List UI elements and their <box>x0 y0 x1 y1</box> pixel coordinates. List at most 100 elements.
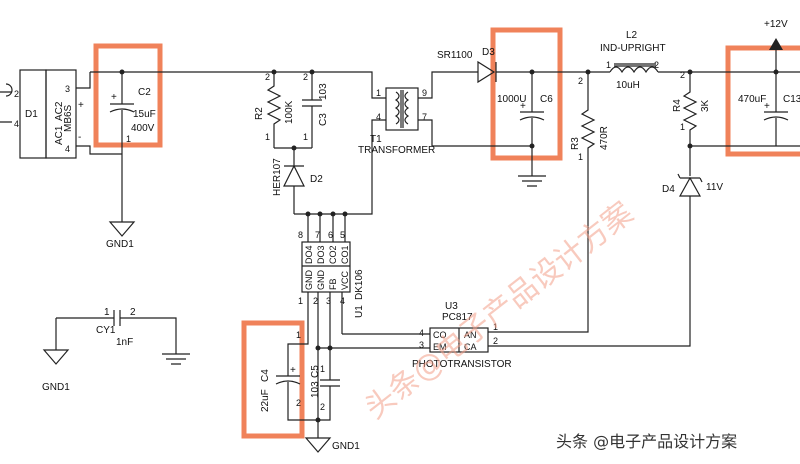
svg-text:2: 2 <box>654 60 659 70</box>
t1-part: TRANSFORMER <box>358 145 435 156</box>
u3-type: PHOTOTRANSISTOR <box>412 359 512 370</box>
highlight-box-c13 <box>725 45 800 157</box>
r2-value: 100K <box>284 100 295 124</box>
d3-part: SR1100 <box>437 50 473 61</box>
top-rail-wire <box>90 71 386 99</box>
d1-plus-sign: + <box>78 100 84 111</box>
svg-text:3: 3 <box>65 84 70 94</box>
svg-text:2: 2 <box>130 307 136 318</box>
svg-text:2: 2 <box>493 336 498 346</box>
diode-d2: HER107 D2 <box>272 148 323 214</box>
svg-text:7: 7 <box>315 230 320 240</box>
resistor-r4: 2 1 R4 3K <box>672 69 800 176</box>
capacitor-c4: + 1 2 22uF C4 <box>260 318 318 421</box>
capacitor-c5: 1 2 103 C5 <box>310 348 340 421</box>
svg-text:2: 2 <box>14 89 19 99</box>
c2-value: 15uF <box>133 109 156 120</box>
resistor-r3: 2 1 R3 470R <box>488 69 610 333</box>
c6-ref: C6 <box>540 94 553 105</box>
gnd-symbol-c2: GND1 <box>106 210 136 250</box>
svg-text:2: 2 <box>578 76 583 86</box>
d1-part-label: MB6S <box>63 104 74 132</box>
svg-text:3: 3 <box>326 296 331 306</box>
svg-text:1: 1 <box>376 88 381 98</box>
inductor-l2: L2 IND-UPRIGHT 10uH 1 2 <box>600 30 800 91</box>
svg-text:4: 4 <box>419 328 424 338</box>
c5-ref: C5 <box>310 365 321 378</box>
svg-text:GND: GND <box>316 270 326 291</box>
svg-text:1: 1 <box>104 307 110 318</box>
svg-text:1: 1 <box>578 152 583 162</box>
r4-value: 3K <box>700 99 711 112</box>
svg-text:1: 1 <box>303 132 308 142</box>
svg-text:CA: CA <box>464 342 477 352</box>
svg-text:1: 1 <box>126 134 131 144</box>
transformer-t1: 1 4 9 7 T1 TRANSFORMER <box>358 71 532 156</box>
svg-text:2: 2 <box>313 296 318 306</box>
svg-text:+: + <box>764 101 770 112</box>
cy1-value: 1nF <box>116 337 133 348</box>
svg-text:DO4: DO4 <box>304 245 314 264</box>
cy1-ref: CY1 <box>96 325 116 336</box>
svg-text:2: 2 <box>680 70 685 80</box>
gnd-symbol-u1: GND1 <box>304 437 360 453</box>
c2-ref: C2 <box>138 87 151 98</box>
c3-label: C3 <box>318 113 329 126</box>
r3-ref: R3 <box>570 137 581 150</box>
svg-text:2: 2 <box>265 72 270 82</box>
svg-text:GND: GND <box>304 270 314 291</box>
d1-minus-sign: - <box>78 132 81 143</box>
diode-d3: SR1100 D3 <box>437 47 610 84</box>
d1-pin-ac1: AC1 <box>54 125 65 145</box>
svg-text:4: 4 <box>14 119 19 129</box>
c5-value: 103 <box>310 381 321 398</box>
d2-part: HER107 <box>272 158 283 196</box>
svg-text:CO2: CO2 <box>328 245 338 264</box>
c4-ref: C4 <box>260 369 271 382</box>
u1-ref: U1 <box>354 305 365 318</box>
d2-ref: D2 <box>310 174 323 185</box>
u1-bottom-wires <box>307 292 343 438</box>
svg-text:1: 1 <box>493 322 498 332</box>
capacitor-c3: 2 1 C3 103 <box>302 69 329 148</box>
zener-diode-d4: D4 11V <box>488 173 723 347</box>
svg-text:9: 9 <box>422 88 427 98</box>
svg-text:1: 1 <box>606 60 611 70</box>
c3-value: 103 <box>318 83 329 100</box>
highlight-box-c4 <box>241 320 305 439</box>
d1-ref-label: D1 <box>25 109 38 120</box>
r2-ref: R2 <box>254 107 265 120</box>
highlight-box-c6 <box>490 27 563 161</box>
u3-ref: U3 <box>445 301 458 312</box>
footer-caption: 头条 @电子产品设计方案 <box>556 432 737 451</box>
u3-part: PC817 <box>442 312 473 323</box>
c13-ref: C13 <box>783 94 800 105</box>
d3-ref: D3 <box>482 47 495 58</box>
svg-text:EM: EM <box>433 342 447 352</box>
c2-voltage: 400V <box>131 123 155 134</box>
svg-text:CO: CO <box>433 330 447 340</box>
svg-text:头条@电子产品设计方案: 头条@电子产品设计方案 <box>358 196 640 427</box>
bridge-rectifier-d1: D1 AC1 AC2 MB6S + - 3 4 <box>19 69 122 159</box>
svg-text:DO3: DO3 <box>316 245 326 264</box>
svg-text:6: 6 <box>328 230 333 240</box>
capacitor-c2: + C2 15uF 400V 1 <box>109 69 156 210</box>
vout-label: +12V <box>764 19 788 30</box>
gnd-label-cy1: GND1 <box>42 382 70 393</box>
capacitor-cy1: 1 2 CY1 1nF GND1 <box>42 307 190 393</box>
l2-value: 10uH <box>616 80 640 91</box>
capacitor-c13: + 470uF C13 <box>738 69 800 146</box>
highlight-box-c2 <box>93 43 163 148</box>
optocoupler-u3: U3 PC817 CO EM AN CA 4 3 1 2 PHOTOTRANSI… <box>318 301 512 370</box>
gnd-label-c2: GND1 <box>106 239 134 250</box>
watermark: 头条@电子产品设计方案 <box>358 196 640 427</box>
vout-arrow: +12V <box>764 19 788 72</box>
r3-value: 470R <box>599 126 610 150</box>
svg-text:4: 4 <box>65 144 70 154</box>
d4-ref: D4 <box>662 184 675 195</box>
svg-text:FB: FB <box>328 278 338 290</box>
svg-text:4: 4 <box>376 112 381 122</box>
svg-text:+: + <box>520 101 526 112</box>
ac-input-fragment: 2 4 <box>0 83 19 129</box>
svg-text:7: 7 <box>422 112 427 122</box>
